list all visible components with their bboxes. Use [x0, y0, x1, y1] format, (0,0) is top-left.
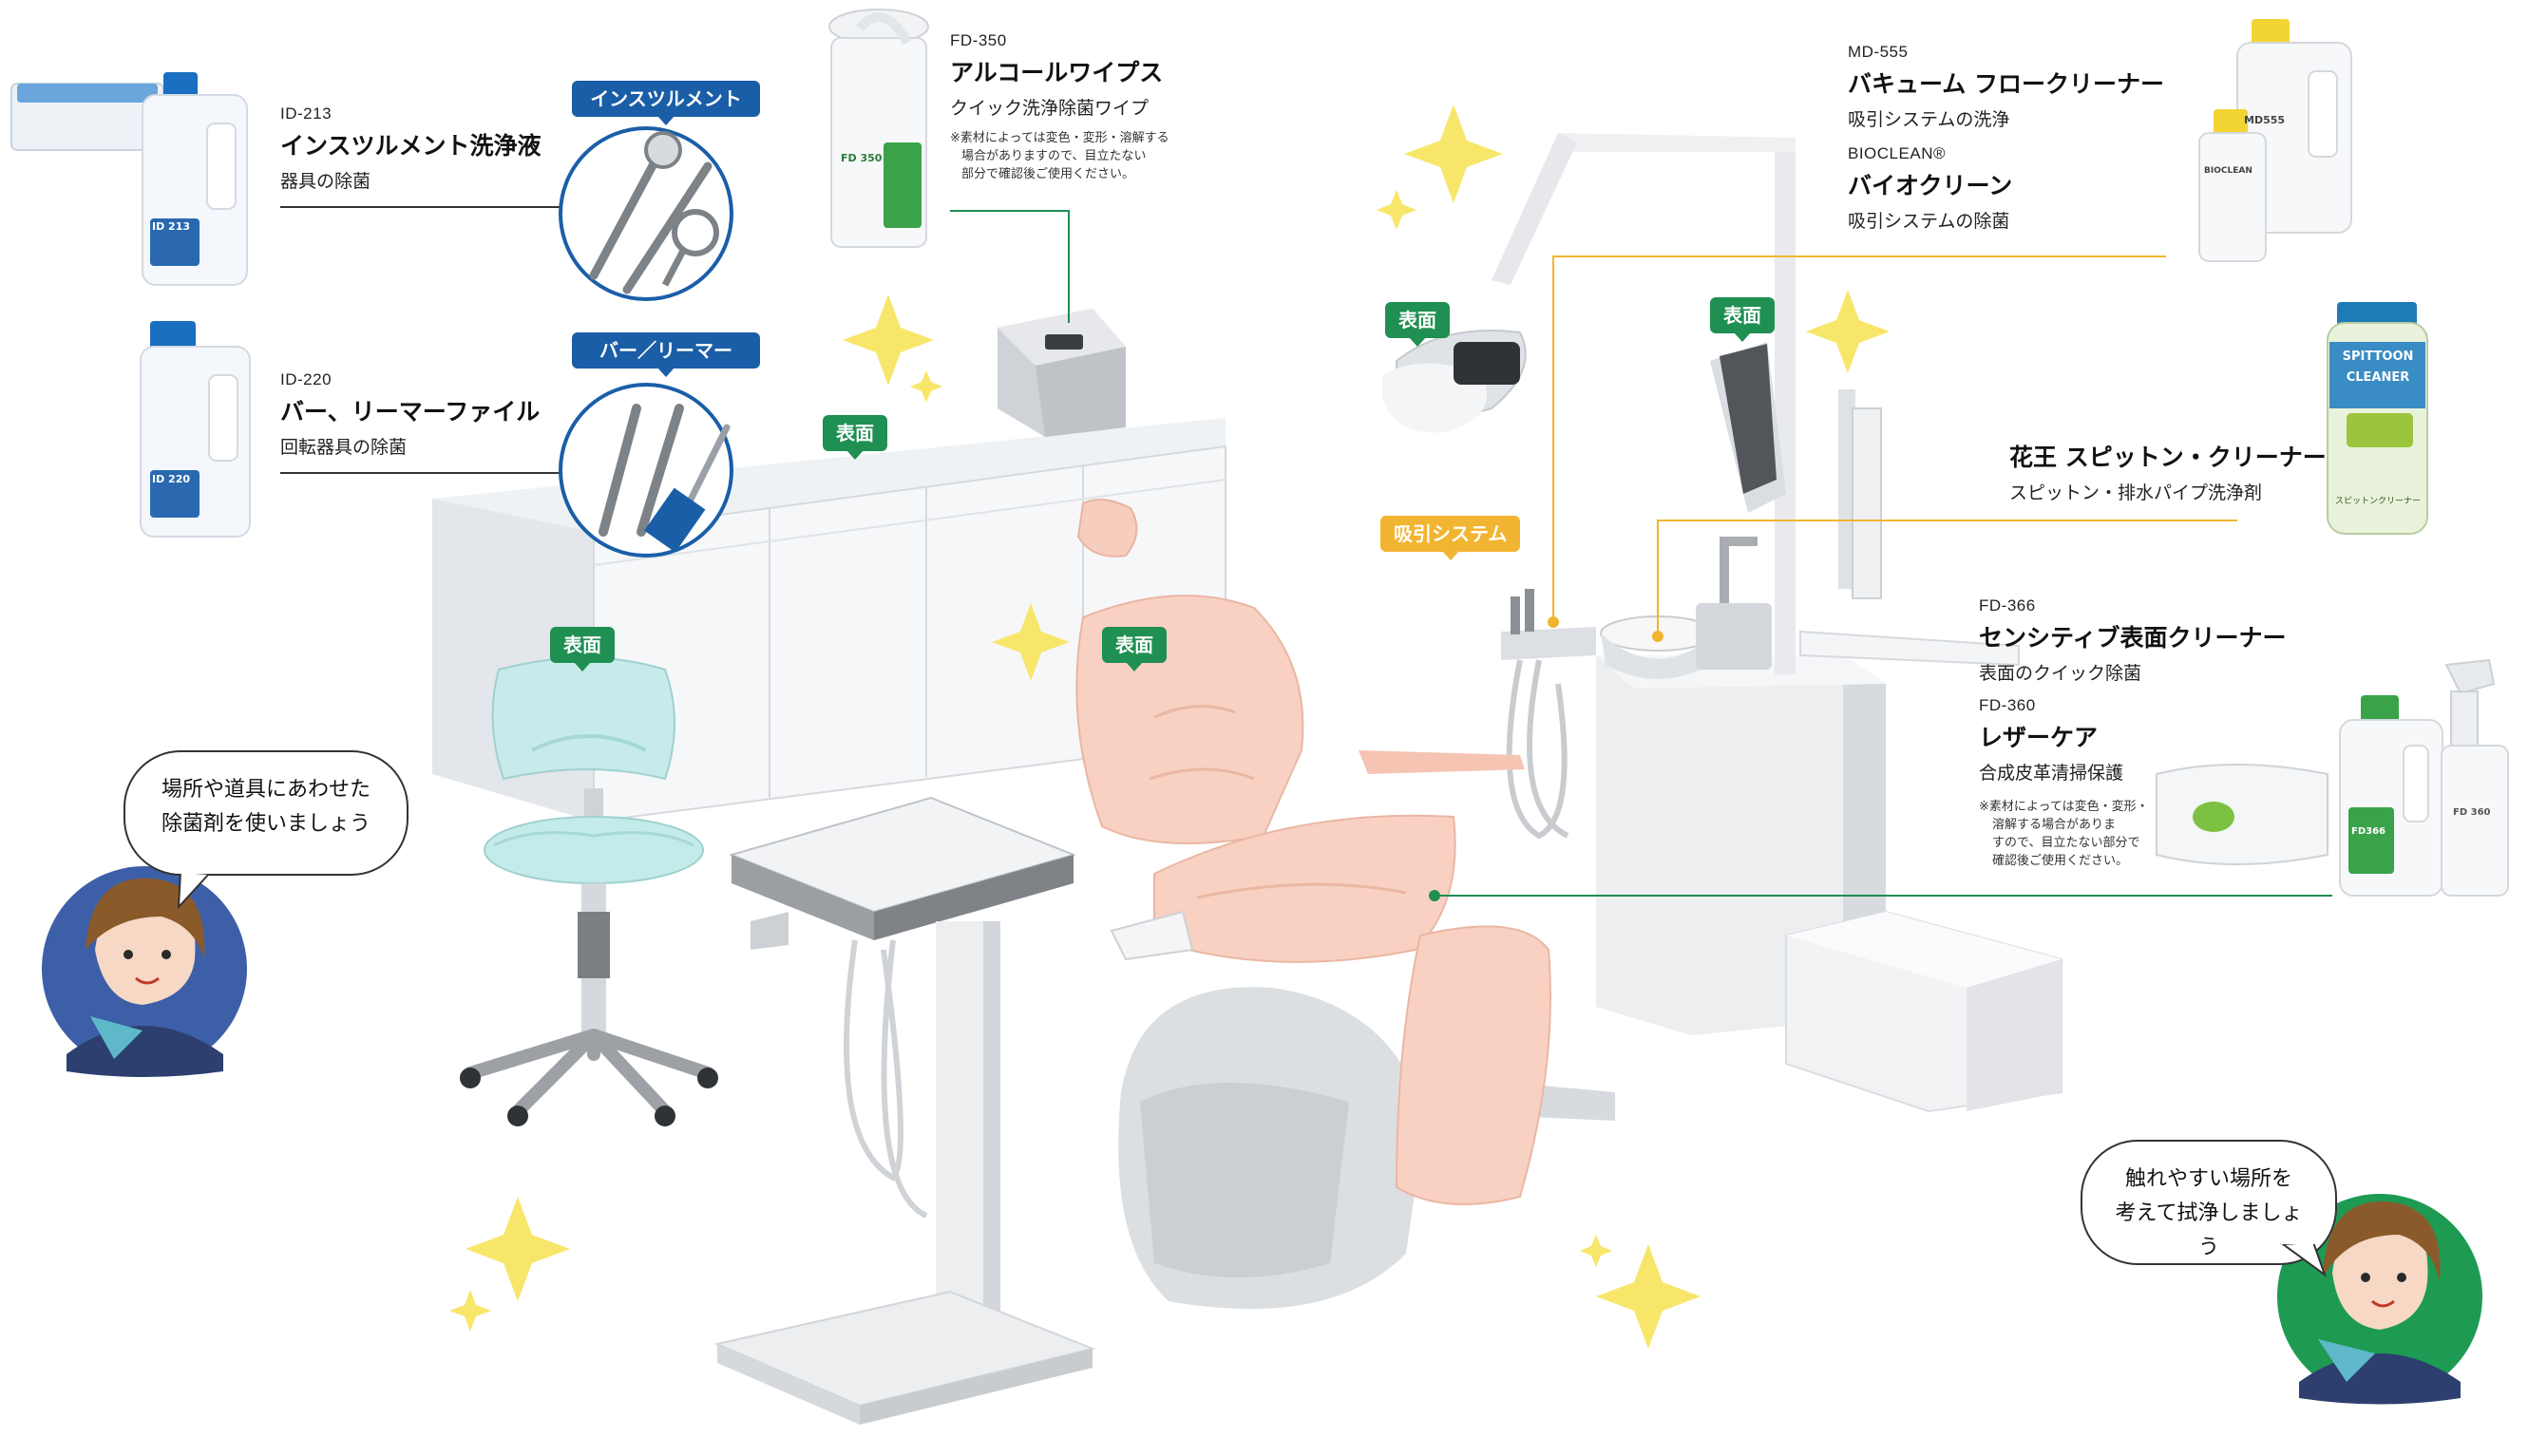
product-fd366: FD-366 センシティブ表面クリーナー 表面のクイック除菌 — [1979, 596, 2287, 685]
product-desc: 器具の除菌 — [280, 171, 371, 192]
product-desc: 表面のクイック除菌 — [1979, 663, 2142, 684]
product-bioclean: BIOCLEAN® バイオクリーン 吸引システムの除菌 — [1848, 144, 2012, 233]
product-fd350-image — [828, 9, 929, 248]
hygienist-avatar-left — [42, 866, 247, 1077]
dental-chair — [1075, 499, 1615, 1310]
product-id213: ID-213 インスツルメント洗浄液 器具の除菌 — [280, 104, 542, 193]
sparkle-decorations — [449, 104, 1890, 1349]
product-name: レザーケア — [1979, 724, 2099, 751]
product-name: インスツルメント洗浄液 — [280, 132, 542, 160]
product-name: バキューム フロークリーナー — [1848, 70, 2164, 98]
product-fd360: FD-360 レザーケア 合成皮革清掃保護 ※素材によっては変色・変形・ 溶解す… — [1979, 696, 2169, 870]
label-bioclean: BIOCLEAN — [2204, 166, 2252, 176]
tag-surface-monitor: 表面 — [1710, 297, 1775, 342]
product-code: FD-350 — [950, 31, 1007, 49]
product-desc: 回転器具の除菌 — [280, 437, 408, 458]
product-fd366-image — [2339, 695, 2443, 897]
instrument-cart — [713, 796, 1096, 1425]
product-code: FD-360 — [1979, 696, 2036, 714]
label-id220: ID 220 — [152, 473, 191, 485]
product-name: アルコールワイプス — [950, 59, 1164, 86]
label-fd350: FD 350 — [841, 152, 883, 164]
leader-lines — [280, 206, 2332, 901]
hygienist-avatar-right — [2277, 1194, 2482, 1405]
instrument-magnifier-2 — [559, 383, 733, 558]
speech-bubble-right-tail — [2280, 1235, 2328, 1277]
product-code: BIOCLEAN® — [1848, 144, 1946, 162]
product-code: ID-220 — [280, 370, 333, 388]
product-desc: クイック洗浄除菌ワイプ — [950, 98, 1150, 119]
tag-surface-chair: 表面 — [1102, 627, 1167, 671]
label-id213: ID 213 — [152, 220, 191, 233]
product-id213-image — [10, 72, 248, 286]
product-name: バー、リーマーファイル — [280, 398, 541, 425]
tag-suction-system: 吸引システム — [1380, 516, 1521, 560]
speech-bubble-left: 場所や道具にあわせた 除菌剤を使いましょう — [124, 750, 409, 876]
product-code: FD-366 — [1979, 596, 2036, 615]
product-code: MD-555 — [1848, 43, 1909, 61]
tag-surface-counter: 表面 — [823, 415, 887, 460]
speech-bubble-right: 触れやすい場所を 考えて拭浄しましょう — [2081, 1140, 2337, 1265]
instrument-magnifier-1 — [559, 126, 733, 301]
product-name: 花王 スピットン・クリーナー — [2009, 444, 2327, 471]
product-name: バイオクリーン — [1848, 172, 2013, 199]
label-fd360: FD 360 — [2453, 807, 2491, 818]
product-desc: 合成皮革清掃保護 — [1979, 763, 2124, 784]
product-desc: スピットン・排水パイプ洗浄剤 — [2009, 482, 2263, 503]
product-code: ID-213 — [280, 104, 333, 123]
dental-light-arm — [1382, 133, 1882, 674]
product-note: ※素材によっては変色・変形・ 溶解する場合がありま すので、目立たない部分で 確… — [1979, 800, 2149, 868]
product-fd360-image — [2156, 658, 2509, 897]
tag-surface-stool: 表面 — [550, 627, 615, 671]
tag-surface-light: 表面 — [1385, 302, 1450, 347]
product-md555-image — [2198, 19, 2352, 262]
label-kao-top: SPITTOON — [2342, 350, 2414, 364]
product-desc: 吸引システムの除菌 — [1848, 211, 2010, 232]
speech-bubble-left-tail — [177, 864, 212, 910]
dental-unit-tower — [1501, 537, 2062, 1113]
wipe-dispenser — [998, 309, 1126, 437]
label-kao-bottom: CLEANER — [2346, 370, 2410, 385]
product-id220: ID-220 バー、リーマーファイル 回転器具の除菌 — [280, 370, 540, 459]
label-fd366: FD366 — [2351, 826, 2386, 837]
tag-bur-reamer: バー／リーマー — [572, 332, 760, 377]
product-kao-image — [2327, 302, 2428, 535]
product-desc: 吸引システムの洗浄 — [1848, 109, 2010, 130]
product-name: センシティブ表面クリーナー — [1979, 624, 2287, 652]
label-md555: MD555 — [2244, 114, 2286, 126]
tag-instruments: インスツルメント — [572, 81, 760, 125]
product-md555: MD-555 バキューム フロークリーナー 吸引システムの洗浄 — [1848, 43, 2164, 131]
product-id220-image — [140, 321, 251, 538]
product-kao: 花王 スピットン・クリーナー スピットン・排水パイプ洗浄剤 — [2009, 439, 2327, 504]
label-kao-sub: スピットンクリーナー — [2334, 497, 2421, 506]
product-fd350: FD-350 アルコールワイプス クイック洗浄除菌ワイプ ※素材によっては変色・… — [950, 31, 1188, 183]
product-note: ※素材によっては変色・変形・溶解する 場合がありますので、目立たない 部分で確認… — [950, 131, 1169, 181]
